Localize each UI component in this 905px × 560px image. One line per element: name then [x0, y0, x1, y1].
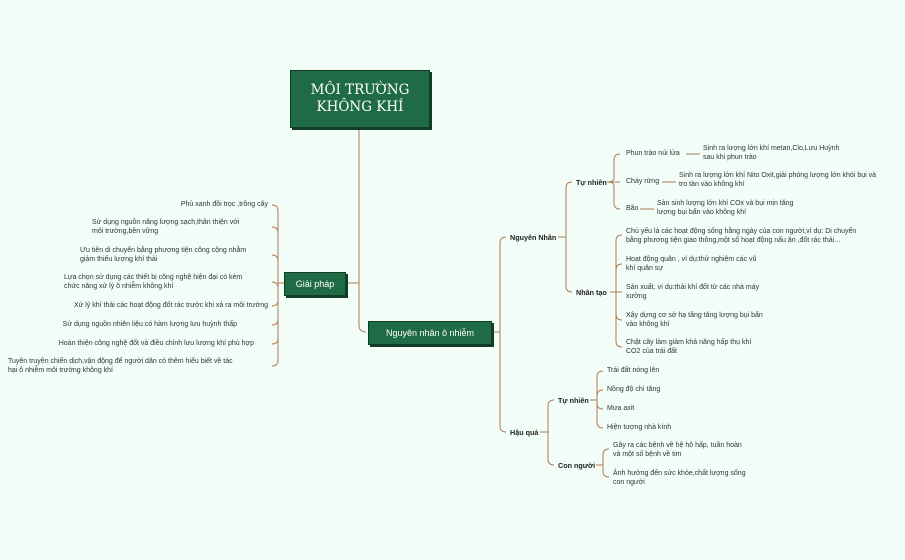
solution-item[interactable]: Phủ xanh đồi trọc ,trồng cây [180, 201, 268, 208]
solution-branch [271, 204, 279, 283]
artificial-cause-item[interactable]: Chủ yếu là các hoạt động sống hằng ngày … [626, 228, 857, 244]
natural-consequence-item[interactable]: Trái đất nóng lên [607, 367, 660, 374]
natural-consequence-item[interactable]: Nồng độ chì tăng [607, 386, 661, 393]
to-causes [499, 236, 507, 332]
natural-consequence-item[interactable]: Hiện tượng nhà kính [607, 424, 672, 431]
solution-branch [271, 283, 279, 367]
natural-cause-detail[interactable]: Sinh ra lượng lớn khí metan,Clo,Lưu Huỳn… [703, 145, 840, 161]
solution-item[interactable]: Sử dụng nguồn năng lượng sạch,thân thiện… [92, 219, 240, 235]
ch-branch [602, 465, 610, 478]
natural-branch [606, 153, 621, 183]
trunk-to-cause [358, 283, 367, 333]
solution-node[interactable]: Giải pháp [284, 272, 346, 296]
human-consequence-item[interactable]: Gây ra các bệnh về hệ hô hấp, tuần hoàn … [613, 442, 742, 458]
consequence-human-label[interactable]: Con người [558, 461, 596, 470]
artificial-branch [615, 292, 623, 321]
artificial-cause-item[interactable]: Xây dựng cơ sở hạ tầng tăng lượng bụi bẩ… [626, 312, 763, 328]
solution-item[interactable]: Xử lý khí thải các hoạt động đốt rác trư… [73, 302, 268, 309]
natural-cause-detail[interactable]: Sinh ra lượng lớn khí Nito Oxit,giải phó… [679, 172, 876, 188]
solution-item[interactable]: Lựa chọn sử dụng các thiết bị công nghệ … [64, 274, 243, 290]
cn-branch [596, 389, 604, 400]
solution-branch [271, 254, 279, 283]
cn-branch [596, 400, 604, 429]
to-human-consequence [547, 432, 555, 466]
to-artificial-cause [565, 237, 573, 293]
human-consequence-item[interactable]: Ảnh hưởng đến sức khỏe,chất lượng sống c… [613, 470, 746, 486]
natural-cause-item[interactable]: Phun trào núi lửa [626, 150, 680, 157]
cause-natural-label[interactable]: Tự nhiên [576, 178, 607, 187]
artificial-cause-item[interactable]: Hoạt động quân , ví dụ:thử nghiệm các vũ… [626, 256, 757, 272]
cn-branch [596, 400, 604, 410]
artificial-branch [615, 263, 623, 292]
consequence-label[interactable]: Hậu quả [510, 428, 539, 437]
solution-item[interactable]: Hoàn thiện công nghệ đốt và điều chỉnh l… [58, 340, 254, 347]
artificial-cause-item[interactable]: Sản xuất, ví dụ:thải khí đốt từ các nhà … [626, 284, 760, 300]
natural-cause-item[interactable]: Bão [626, 205, 639, 212]
cause-root-node[interactable]: Nguyên nhân ô nhiễm [368, 321, 492, 345]
solution-branch [271, 281, 279, 289]
trunk-to-solution [346, 126, 360, 284]
solution-branch [271, 283, 279, 307]
central-topic[interactable]: MÔI TRƯỜNG KHÔNG KHÍ [290, 70, 430, 128]
to-consequences [499, 332, 507, 433]
natural-cause-detail[interactable]: Sản sinh lượng lớn khí COx và bụi mịn tă… [657, 200, 794, 216]
cause-artificial-label[interactable]: Nhân tạo [576, 288, 607, 297]
to-natural-cause [565, 181, 573, 237]
artificial-branch [615, 234, 623, 292]
solution-item[interactable]: Ưu tiên di chuyển bằng phương tiện công … [80, 247, 247, 263]
solution-branch [271, 226, 279, 283]
natural-consequence-item[interactable]: Mưa axit [607, 405, 635, 412]
solution-branch [271, 283, 279, 345]
artificial-cause-item[interactable]: Chặt cây làm giảm khả năng hấp thụ khí C… [626, 339, 752, 355]
cause-label[interactable]: Nguyên Nhân [510, 233, 557, 242]
consequence-natural-label[interactable]: Tự nhiên [558, 396, 589, 405]
cn-branch [596, 370, 604, 400]
solution-item[interactable]: Tuyên truyền chiến dịch,vận động để ngườ… [8, 358, 233, 374]
natural-cause-item[interactable]: Cháy rừng [626, 178, 660, 185]
to-natural-consequence [547, 399, 555, 432]
solution-item[interactable]: Sử dụng nguồn nhiên liệu có hàm lượng lư… [62, 321, 237, 328]
artificial-branch [615, 292, 623, 348]
natural-branch [606, 181, 621, 210]
ch-branch [602, 448, 610, 465]
